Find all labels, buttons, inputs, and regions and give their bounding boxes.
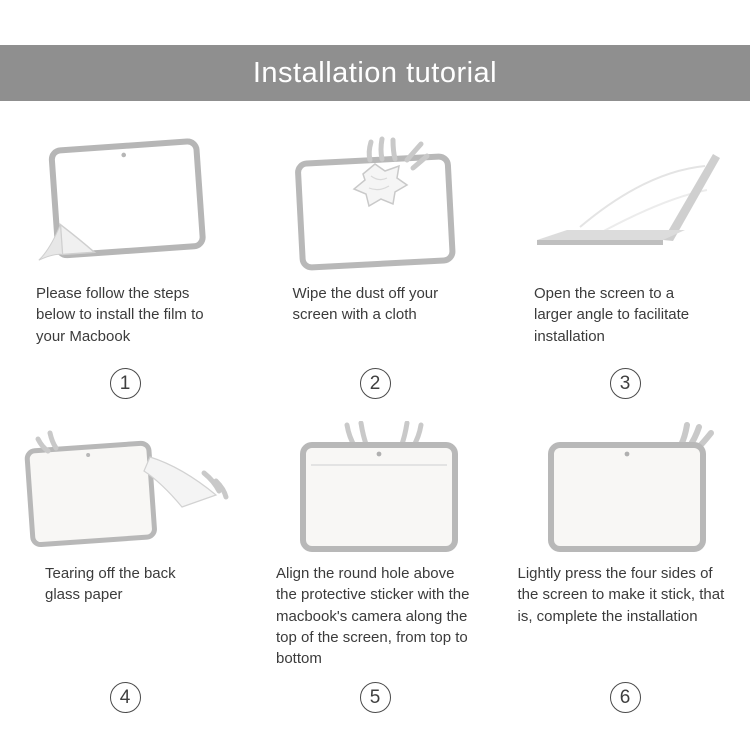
step-3: Open the screen to a larger angle to fac… [500, 127, 750, 405]
step-number-badge: 5 [359, 682, 391, 713]
top-spacer [0, 0, 750, 45]
step-2: Wipe the dust off your screen with a clo… [250, 127, 500, 405]
step-caption: Open the screen to a larger angle to fac… [534, 285, 690, 345]
step-1-illustration [25, 127, 225, 277]
step-6: Lightly press the four sides of the scre… [500, 419, 750, 719]
step-caption: Align the round hole above the protectiv… [276, 565, 470, 668]
step-5-illustration [265, 419, 485, 557]
step-number-badge: 6 [609, 682, 641, 713]
step-number-badge: 2 [359, 368, 391, 399]
press-screen-sides-icon [548, 421, 714, 552]
step-4-illustration [20, 419, 230, 557]
steps-grid: Please follow the steps below to install… [0, 101, 750, 719]
wipe-screen-cloth-icon [295, 136, 456, 271]
step-5: Align the round hole above the protectiv… [250, 419, 500, 719]
steps-row-2: Tearing off the back glass paper 4 [0, 419, 750, 719]
step-caption: Lightly press the four sides of the scre… [517, 565, 725, 625]
step-1: Please follow the steps below to install… [0, 127, 250, 405]
tear-backing-paper-icon [24, 430, 229, 547]
header-banner: Installation tutorial [0, 45, 750, 101]
page-title: Installation tutorial [252, 56, 498, 89]
step-6-illustration [515, 419, 735, 557]
step-number-badge: 3 [609, 368, 641, 399]
tablet-film-peel-icon [38, 138, 206, 261]
step-caption: Wipe the dust off your screen with a clo… [292, 285, 439, 324]
step-number-badge: 4 [109, 682, 141, 713]
step-2-illustration [275, 127, 475, 277]
step-caption: Please follow the steps below to install… [36, 285, 204, 345]
step-caption: Tearing off the back glass paper [45, 565, 176, 604]
step-number-badge: 1 [109, 368, 141, 399]
step-3-illustration [515, 127, 735, 277]
open-laptop-icon [537, 154, 720, 245]
step-4: Tearing off the back glass paper 4 [0, 419, 250, 719]
align-film-camera-icon [300, 420, 458, 552]
steps-row-1: Please follow the steps below to install… [0, 127, 750, 405]
